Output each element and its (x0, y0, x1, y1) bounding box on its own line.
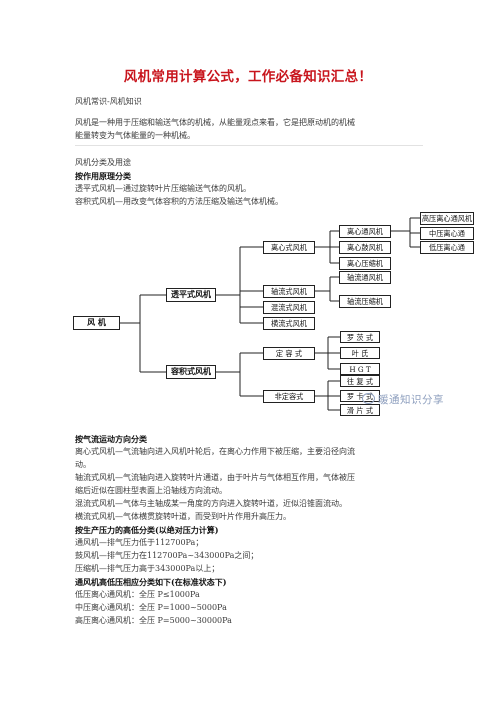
node-axial-compressor: 轴流压缩机 (339, 295, 391, 308)
flow-line-5: 混流式风机—气体与主轴成某一角度的方向进入旋转叶道，近似沿锥面流动。 (75, 499, 347, 508)
node-centrifugal: 离心式风机 (263, 241, 315, 254)
section-heading: 风机分类及用途 (75, 158, 131, 167)
node-root: 风 机 (73, 316, 120, 330)
ventilator-line-1: 低压离心通风机：全压 P≤1000Pa (75, 590, 200, 599)
flow-line-2: 动。 (75, 460, 91, 469)
pressure-line-3: 压缩机—排气压力高于343000Pa以上； (75, 564, 220, 573)
pressure-line-1: 通风机—排气压力低于112700Pa； (75, 538, 204, 547)
node-centrifugal-ventilator: 离心通风机 (339, 225, 391, 238)
node-axial: 轴流式风机 (263, 285, 315, 298)
intro-line-1: 风机是一种用于压缩和输送气体的机械，从能量观点来看，它是把原动机的机械 (75, 118, 355, 127)
watermark-icon (362, 393, 375, 404)
node-sliding-vane: 滑 片 式 (340, 404, 380, 416)
intro-line-2: 能量转变为气体能量的一种机械。 (75, 131, 195, 140)
node-cross: 横流式风机 (263, 317, 315, 330)
pressure-heading: 按生产压力的高低分类(以绝对压力计算) (75, 525, 219, 535)
flow-line-3: 轴流式风机—气流轴向进入旋转叶片通道，由于叶片与气体相互作用，气体被压 (75, 473, 355, 482)
node-centrifugal-compressor: 离心压缩机 (339, 257, 391, 270)
node-roots: 罗 茨 式 (340, 331, 380, 343)
node-variable: 非定容式 (263, 390, 315, 403)
node-axial-ventilator: 轴流通风机 (339, 271, 391, 284)
node-turbo: 透平式风机 (166, 288, 216, 302)
node-fixed: 定 容 式 (263, 347, 315, 360)
flow-line-4: 缩后近似在圆柱型表面上沿轴线方向流动。 (75, 486, 227, 495)
node-reciprocating: 往 复 式 (340, 375, 380, 387)
flow-line-1: 离心式风机—气流轴向进入风机叶轮后，在离心力作用下被压缩，主要沿径向流 (75, 447, 355, 456)
node-centrifugal-blower: 离心鼓风机 (339, 241, 391, 254)
flow-heading: 按气流运动方向分类 (75, 434, 147, 444)
node-high-pressure: 高压离心通风机 (420, 212, 474, 225)
node-vane: 叶 氏 (340, 347, 380, 359)
flow-line-6: 横流式风机—气体横贯旋转叶道，而受到叶片作用升高压力。 (75, 512, 291, 521)
principle-heading: 按作用原理分类 (75, 171, 131, 181)
ventilator-heading: 通风机高低压相应分类如下(在标准状态下) (75, 577, 227, 587)
node-mixed: 混流式风机 (263, 301, 315, 314)
node-medium-pressure: 中压离心通 (420, 227, 474, 240)
breadcrumb[interactable]: 风机常识-风机知识 (75, 97, 142, 106)
divider (75, 145, 423, 146)
node-positive: 容积式风机 (166, 365, 216, 379)
principle-line-1: 透平式风机—通过旋转叶片压缩输送气体的风机。 (75, 184, 251, 193)
node-low-pressure: 低压离心通 (420, 241, 474, 254)
principle-line-2: 容积式风机—用改变气体容积的方法压缩及输送气体机械。 (75, 197, 283, 206)
ventilator-line-3: 高压离心通风机：全压 P=5000~30000Pa (75, 616, 232, 625)
pressure-line-2: 鼓风机—排气压力在112700Pa~343000Pa之间； (75, 551, 259, 560)
node-hgt: H G T (340, 363, 380, 375)
article-title: 风机常用计算公式，工作必备知识汇总！ (123, 69, 373, 85)
watermark: 暖通知识分享 (378, 394, 444, 406)
ventilator-line-2: 中压离心通风机：全压 P=1000~5000Pa (75, 603, 227, 612)
